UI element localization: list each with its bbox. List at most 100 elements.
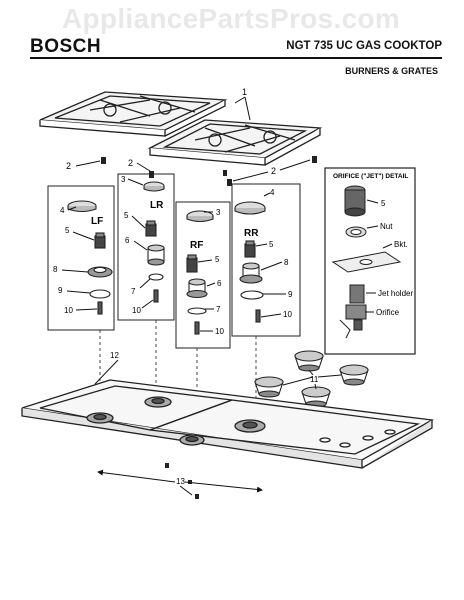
leader-line (61, 269, 89, 273)
section-title: BURNERS & GRATES (345, 66, 438, 76)
callout-lr-jet: 5 (124, 211, 129, 220)
burner-group-lr (117, 173, 175, 321)
leader-line (366, 225, 379, 229)
detail-label-nut: Nut (380, 222, 393, 231)
leader-line (206, 282, 216, 287)
leader-line (139, 278, 151, 289)
callout-grate-foot-top: 2 (128, 158, 133, 168)
group-label-lr: LR (150, 200, 164, 211)
leader-line (282, 376, 314, 386)
leader-line (127, 178, 144, 186)
callout-grate-foot-left: 2 (66, 161, 71, 171)
burner-group-rr (231, 183, 301, 337)
detail-label-jet-holder: Jet holder (378, 289, 413, 298)
callout-lr-cap: 3 (121, 175, 126, 184)
callout-lr-spring: 7 (131, 287, 136, 296)
orifice-detail-title: ORIFICE ("JET") DETAIL (333, 173, 408, 180)
screw-icon (165, 463, 199, 499)
callout-lf-oring: 9 (58, 286, 63, 295)
leader-line (184, 481, 263, 493)
callout-rr-oring: 9 (288, 290, 293, 299)
leader-line (97, 469, 176, 483)
grate-left (39, 91, 228, 137)
callout-rr-jet: 5 (269, 240, 274, 249)
leader-line (279, 159, 311, 171)
o-ring-icon (89, 289, 111, 299)
leader-line (133, 240, 148, 251)
o-ring-icon (240, 290, 264, 300)
callout-rr-cap: 4 (270, 188, 275, 197)
leader-line (382, 243, 393, 249)
leader-line (136, 162, 151, 172)
group-label-rr: RR (244, 228, 259, 239)
spring-icon (187, 307, 207, 315)
leader-line (67, 206, 77, 211)
group-label-rf: RF (190, 240, 203, 251)
electrode-icon (97, 301, 103, 315)
callout-rr-base: 8 (284, 258, 289, 267)
callout-knobs: 11 (310, 375, 319, 384)
brand-logo: BOSCH (30, 36, 102, 57)
callout-lf-electrode: 10 (64, 306, 73, 315)
callout-cooktop: 12 (110, 351, 119, 360)
callout-grate-foot-right: 2 (271, 166, 276, 176)
leader-line (263, 192, 271, 197)
callout-hardware: 13 (176, 477, 185, 486)
leader-line (141, 299, 154, 309)
leader-line (197, 259, 213, 263)
callout-rf-electrode: 10 (215, 327, 224, 336)
callout-rf-jet: 5 (215, 255, 220, 264)
leader-line (308, 369, 314, 376)
callout-lr-electrode: 10 (132, 306, 141, 315)
leader-line (260, 313, 282, 318)
lr-parts (143, 181, 165, 303)
callout-rf-spring: 7 (216, 305, 221, 314)
callout-rf-cap: 3 (216, 208, 221, 217)
leader-line (366, 199, 379, 204)
callout-grates: 1 (242, 87, 247, 97)
burner-jet-icon (94, 235, 106, 249)
burner-group-lf (47, 185, 115, 331)
leader-line (66, 290, 91, 294)
leader-line (244, 96, 251, 121)
model-title: NGT 735 UC GAS COOKTOP (286, 40, 442, 52)
callout-rf-base: 6 (217, 279, 222, 288)
burner-jet-icon (244, 243, 256, 258)
spring-icon (148, 273, 164, 281)
detail-label-jet: 5 (381, 199, 386, 208)
orifice-parts (331, 185, 402, 339)
leader-line (94, 359, 119, 385)
header-rule (30, 57, 442, 59)
cooktop-panel (21, 379, 435, 469)
leader-line (75, 308, 98, 311)
rf-parts (186, 210, 214, 335)
leader-line (179, 485, 193, 496)
leader-line (72, 231, 95, 241)
knob-icon (254, 350, 369, 408)
leader-line (317, 374, 342, 378)
leader-line (131, 215, 146, 229)
callout-lr-base: 6 (125, 236, 130, 245)
rr-parts (234, 201, 266, 323)
leader-line (314, 383, 317, 390)
callout-rr-electrode: 10 (283, 310, 292, 319)
callout-lf-jet: 5 (65, 226, 70, 235)
electrode-icon (153, 289, 159, 303)
detail-label-orifice: Orifice (376, 308, 400, 317)
leader-line (234, 96, 246, 104)
detail-label-bracket: Bkt. (394, 240, 408, 249)
watermark: AppliancePartsPros.com (62, 3, 401, 34)
electrode-icon (194, 321, 200, 335)
callout-lf-cap: 4 (60, 206, 65, 215)
leader-line (260, 261, 283, 271)
lf-parts (67, 200, 113, 315)
callout-lf-base: 8 (53, 265, 58, 274)
leader-line (255, 243, 268, 247)
burner-jet-icon (145, 223, 157, 237)
leader-line (75, 160, 101, 167)
grate-right (147, 119, 323, 166)
electrode-icon (255, 309, 261, 323)
burner-group-rf (175, 201, 231, 349)
group-label-lf: LF (91, 216, 103, 227)
